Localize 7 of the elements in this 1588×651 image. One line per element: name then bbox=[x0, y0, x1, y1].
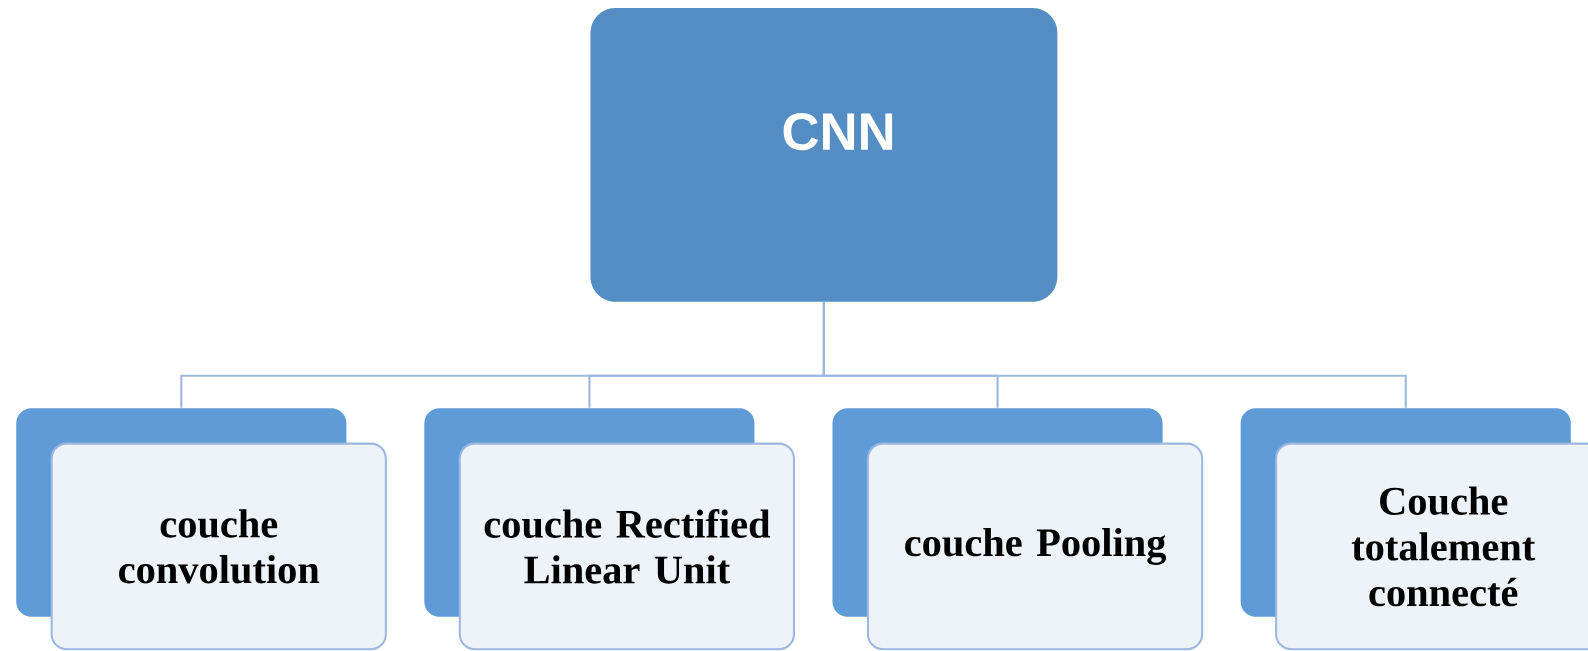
root-label: CNN bbox=[783, 113, 893, 151]
layer-box: Couche totalement connecté bbox=[1275, 442, 1588, 651]
root-box bbox=[590, 8, 1058, 302]
layer-box: couche Rectified Linear Unit bbox=[458, 442, 796, 651]
layer-box: couche convolution bbox=[50, 442, 387, 651]
layer-box: couche Pooling bbox=[866, 442, 1204, 651]
connector-line bbox=[822, 302, 1407, 408]
